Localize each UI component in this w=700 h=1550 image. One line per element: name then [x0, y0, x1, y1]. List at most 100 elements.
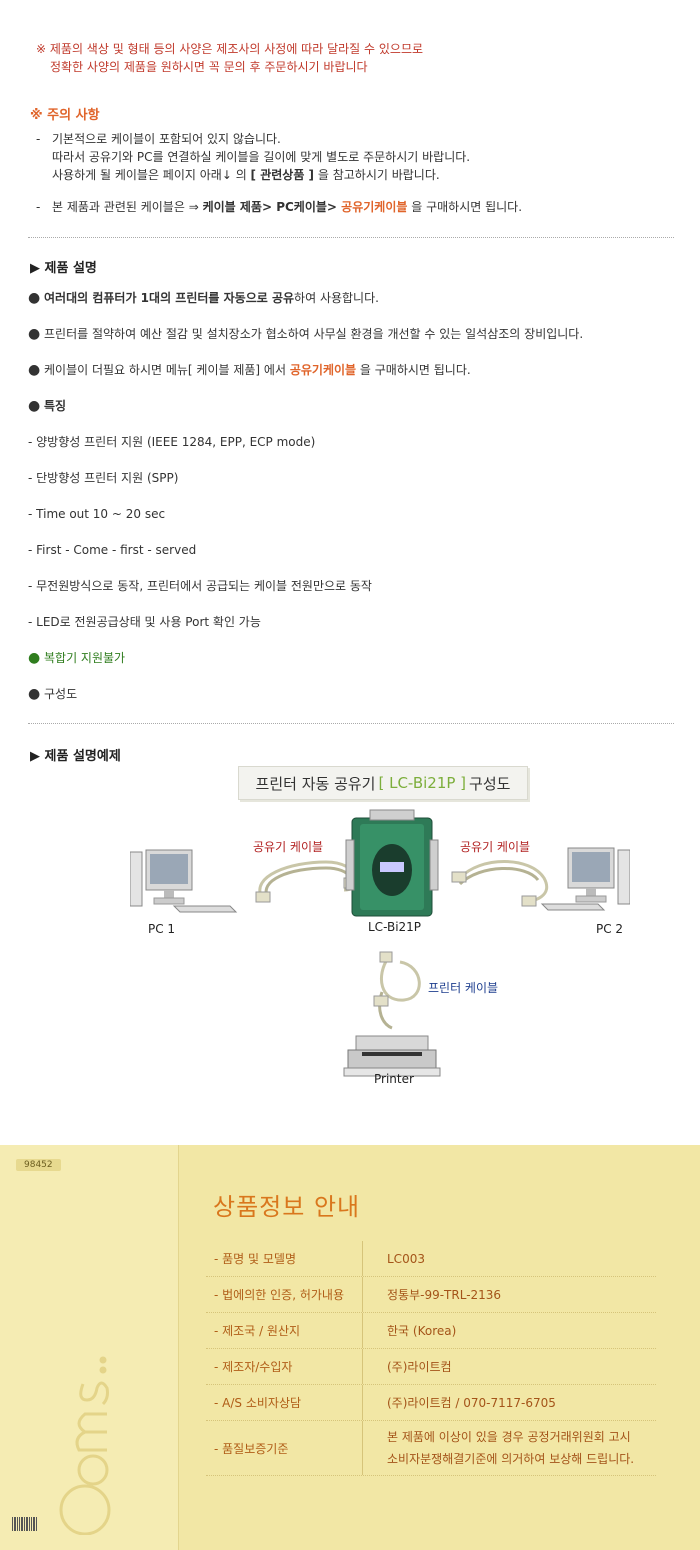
feature-item: - 양방향성 프린터 지원 (IEEE 1284, EPP, ECP mode): [28, 434, 583, 470]
notice: ※ 제품의 색상 및 형태 등의 사양은 제조사의 사정에 따라 달라질 수 있…: [36, 40, 423, 76]
notice-line-1: ※ 제품의 색상 및 형태 등의 사양은 제조사의 사정에 따라 달라질 수 있…: [36, 42, 424, 56]
left-cable-icon: [258, 860, 359, 899]
info-value-line: 소비자분쟁해결기준에 의거하여 보상해 드립니다.: [387, 1452, 635, 1466]
bullet: ●: [28, 398, 41, 414]
text: - LED로 전원공급상태 및 사용 Port 확인 가능: [28, 615, 261, 629]
caution-line: 따라서 공유기와 PC를 연결하실 케이블을 길이에 맞게 별도로 주문하시기 …: [52, 150, 471, 164]
info-key: - 품명 및 모델명: [214, 1252, 297, 1266]
printer-label: Printer: [374, 1072, 414, 1086]
diagram-illustration: [130, 809, 630, 1077]
banner-text: 구성도: [469, 774, 511, 793]
text: - 무전원방식으로 동작, 프린터에서 공급되는 케이블 전원만으로 동작: [28, 579, 372, 593]
list-item: ●구성도: [28, 686, 583, 722]
text: 여러대의 컴퓨터가 1대의 프린터를 자동으로 공유: [44, 291, 295, 305]
bullet: ●: [28, 650, 41, 666]
text: - 양방향성 프린터 지원 (IEEE 1284, EPP, ECP mode): [28, 435, 316, 449]
product-info-footer: 98452 상품정보 안내 - 품명 및 모델명 LC003: [0, 1145, 700, 1550]
dash: -: [36, 200, 41, 214]
printer-cable-icon: [378, 957, 421, 1030]
info-key: - 제조자/수입자: [214, 1360, 293, 1374]
text: - 단방향성 프린터 지원 (SPP): [28, 471, 179, 485]
related-products-link[interactable]: [ 관련상품 ]: [250, 168, 315, 182]
table-row: - 제조국 / 원산지 한국 (Korea): [206, 1313, 656, 1349]
banner-text: 프린터 자동 공유기: [255, 774, 376, 793]
text: 구성도: [44, 687, 78, 701]
connector-icon: [255, 891, 271, 903]
connector-icon: [379, 951, 393, 963]
table-row: - A/S 소비자상담 (주)라이트컴 / 070-7117-6705: [206, 1385, 656, 1421]
text: 을 구매하시면 됩니다.: [407, 200, 523, 214]
info-key: - 품질보증기준: [214, 1441, 289, 1456]
text: 하여 사용합니다.: [294, 291, 379, 305]
bullet: ●: [28, 686, 41, 702]
text: - Time out 10 ~ 20 sec: [28, 507, 166, 521]
text: 을 구매하시면 됩니다.: [356, 363, 471, 377]
info-value: LC003: [387, 1251, 425, 1266]
connector-icon: [521, 895, 537, 907]
text: - First - Come - first - served: [28, 543, 197, 557]
text: 케이블이 더필요 하시면 메뉴[ 케이블 제품] 에서: [44, 363, 290, 377]
pc2-computer-icon: [540, 847, 630, 911]
connector-icon: [451, 871, 467, 883]
sharer-cable-link[interactable]: 공유기케이블: [341, 200, 408, 214]
section-title-description: ▶ 제품 설명: [30, 261, 97, 276]
info-value: 정통부-99-TRL-2136: [387, 1288, 502, 1302]
caution-block: - 기본적으로 케이블이 포함되어 있지 않습니다. 따라서 공유기와 PC를 …: [36, 130, 522, 216]
info-value: (주)라이트컴: [387, 1360, 452, 1374]
device-label: LC-Bi21P: [368, 920, 422, 934]
barcode-icon: [12, 1517, 37, 1531]
list-item: ●특징: [28, 398, 583, 434]
device-icon: [345, 809, 439, 917]
description-list: ●여러대의 컴퓨터가 1대의 프린터를 자동으로 공유하여 사용합니다. ●프린…: [28, 290, 583, 722]
info-key: - 제조국 / 원산지: [214, 1324, 301, 1338]
caution-line: 본 제품과 관련된 케이블은 ⇒ 케이블 제품> PC케이블> 공유기케이블 을…: [52, 198, 522, 216]
info-key: - A/S 소비자상담: [214, 1396, 302, 1410]
footer-title: 상품정보 안내: [213, 1193, 361, 1221]
pc2-label: PC 2: [596, 922, 624, 936]
info-key: - 법에의한 인증, 허가내용: [214, 1288, 344, 1302]
dash: -: [36, 132, 41, 146]
connector-icon: [373, 995, 389, 1007]
text: 복합기 지원불가: [44, 651, 126, 665]
info-value-line: 본 제품에 이상이 있을 경우 공정거래위원회 고시: [387, 1430, 631, 1444]
feature-item: - First - Come - first - served: [28, 542, 583, 578]
product-info-table: - 품명 및 모델명 LC003 - 법에의한 인증, 허가내용 정통부-99-…: [206, 1241, 656, 1476]
right-cable-label: 공유기 케이블: [460, 840, 531, 854]
printer-cable-label: 프린터 케이블: [428, 981, 499, 995]
bullet: ●: [28, 290, 41, 306]
cable-menu-path[interactable]: 케이블 제품> PC케이블>: [202, 200, 342, 214]
printer-icon: [343, 1035, 441, 1077]
feature-item: - 단방향성 프린터 지원 (SPP): [28, 470, 583, 506]
feature-item: - LED로 전원공급상태 및 사용 Port 확인 가능: [28, 614, 583, 650]
section-title-example: ▶ 제품 설명예제: [30, 749, 121, 764]
divider: [28, 723, 674, 724]
sharer-cable-link[interactable]: 공유기케이블: [289, 363, 357, 377]
footer-divider: [178, 1145, 179, 1550]
configuration-diagram: 프린터 자동 공유기 [ LC-Bi21P ] 구성도: [130, 766, 630, 1096]
bullet: ●: [28, 326, 41, 342]
feature-item: - Time out 10 ~ 20 sec: [28, 506, 583, 542]
notice-line-2: 정확한 사양의 제품을 원하시면 꼭 문의 후 주문하시기 바랍니다: [50, 60, 368, 74]
info-value: (주)라이트컴 / 070-7117-6705: [387, 1396, 556, 1410]
text: 프린터를 절약하여 예산 절감 및 설치장소가 협소하여 사무실 환경을 개선할…: [44, 327, 584, 341]
left-cable-label: 공유기 케이블: [253, 840, 324, 854]
divider: [28, 237, 674, 238]
banner-model: [ LC-Bi21P ]: [378, 774, 467, 792]
pc1-label: PC 1: [148, 922, 176, 936]
caution-line: 사용하게 될 케이블은 페이지 아래↓ 의 [ 관련상품 ] 을 참고하시기 바…: [52, 166, 470, 184]
list-item: ●프린터를 절약하여 예산 절감 및 설치장소가 협소하여 사무실 환경을 개선…: [28, 326, 583, 362]
text: 특징: [44, 399, 67, 413]
table-row: - 품명 및 모델명 LC003: [206, 1241, 656, 1277]
table-row: - 법에의한 인증, 허가내용 정통부-99-TRL-2136: [206, 1277, 656, 1313]
pc1-computer-icon: [130, 849, 238, 913]
list-item: ●여러대의 컴퓨터가 1대의 프린터를 자동으로 공유하여 사용합니다.: [28, 290, 583, 326]
info-value: 본 제품에 이상이 있을 경우 공정거래위원회 고시 소비자분쟁해결기준에 의거…: [363, 1421, 656, 1475]
feature-item: - 무전원방식으로 동작, 프린터에서 공급되는 케이블 전원만으로 동작: [28, 578, 583, 614]
text: 을 참고하시기 바랍니다.: [314, 168, 440, 182]
bullet: ●: [28, 362, 41, 378]
caution-line: 기본적으로 케이블이 포함되어 있지 않습니다.: [52, 132, 281, 146]
table-row: - 품질보증기준 본 제품에 이상이 있을 경우 공정거래위원회 고시 소비자분…: [206, 1421, 656, 1476]
text: 사용하게 될 케이블은 페이지 아래↓ 의: [52, 168, 251, 182]
list-item: ●복합기 지원불가: [28, 650, 583, 686]
item-code-badge: 98452: [16, 1159, 61, 1171]
